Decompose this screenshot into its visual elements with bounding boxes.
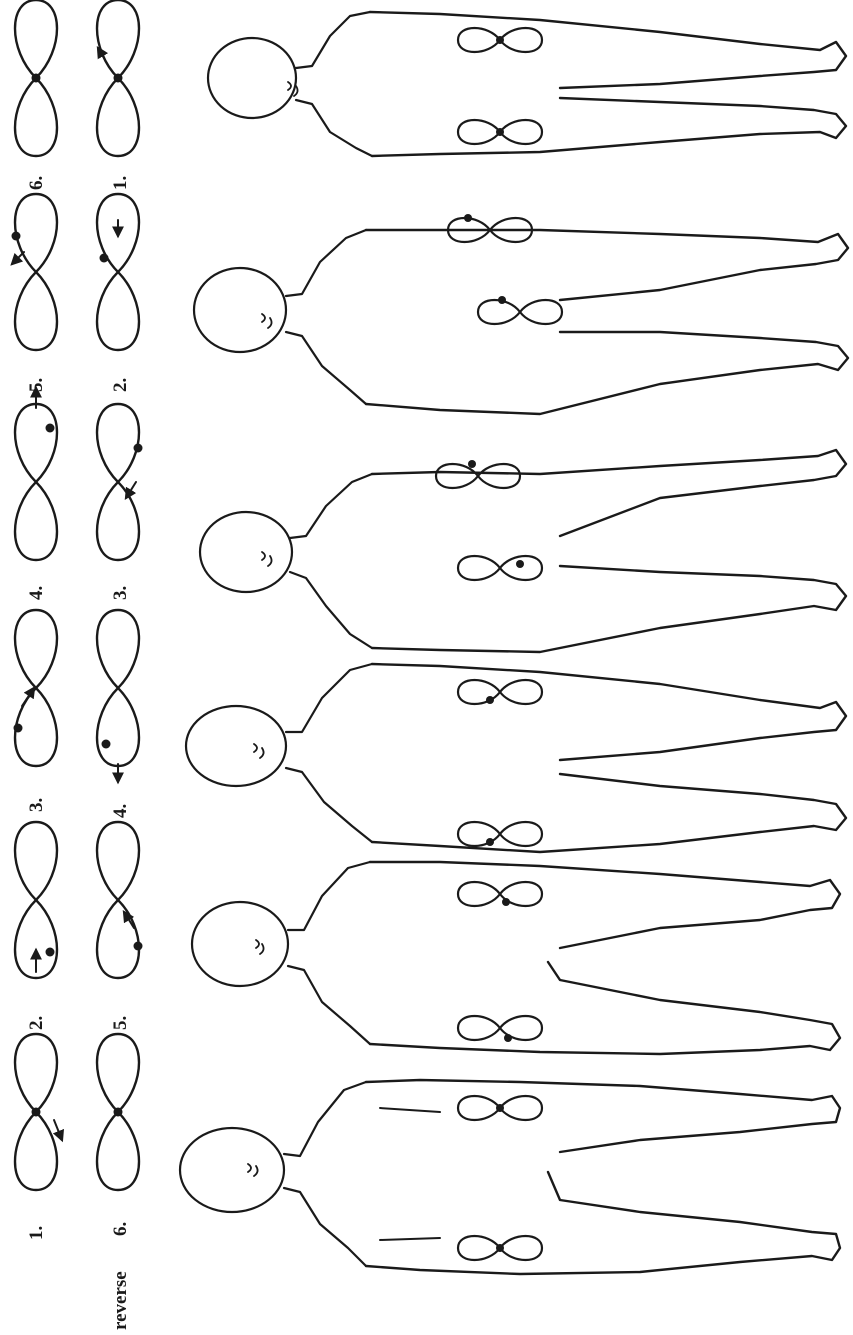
head [208,38,296,118]
knee-figure-eight [458,882,542,906]
knee-figure-eight [436,464,520,488]
top-step-5: 5. [12,194,58,392]
knee-dot [468,460,476,468]
top-step-4: 4. [15,388,57,600]
neck-shoulders [284,1082,366,1266]
top-label-5: 5. [26,378,47,392]
face-marks [254,744,264,758]
bottom-row: reverse 6. 5. 4. 3. [97,0,143,1330]
position-dot [32,74,41,83]
knee-dot [516,560,524,568]
position-dot [114,74,123,83]
human-figure-1 [180,1080,840,1274]
figure-eight-shape [15,194,57,350]
bottom-label-5: 5. [110,1016,131,1030]
figure-eight-shape [97,404,139,560]
position-dot [102,740,111,749]
human-figure-3 [186,664,846,852]
body-outline [372,664,846,852]
neck-shoulders [286,230,366,404]
head [180,1128,284,1212]
top-label-3: 3. [26,798,47,812]
bottom-label-2: 2. [110,378,131,392]
neck-shoulders [286,664,372,842]
neck-shoulders [288,862,370,1044]
bottom-step-3: 3. [97,404,143,600]
face-marks [248,1164,258,1176]
position-dot [32,1108,41,1117]
direction-arrow [54,1120,62,1140]
position-dot [46,948,55,957]
top-row: 1. 2. 3. 4. 5. [12,0,63,1240]
knee-figure-eight [458,556,542,580]
body-outline [366,230,848,414]
body-outline [370,862,840,1054]
position-dot [134,444,143,453]
bottom-step-6: 6. [97,1034,139,1236]
position-dot [134,942,143,951]
bottom-label-1: 1. [110,176,131,190]
neck-shoulders [296,12,372,156]
body-outline [366,1080,840,1274]
bottom-step-1: 1. [97,0,139,190]
knee-dot [496,1244,504,1252]
head [194,268,286,352]
bottom-label-4: 4. [110,804,131,818]
top-step-1: 1. [15,1034,62,1240]
bottom-label-3: 3. [110,586,131,600]
top-label-1: 1. [26,1226,47,1240]
knee-figure-eight [458,680,542,704]
position-dot [14,724,23,733]
neck-shoulders [290,474,372,648]
top-label-4: 4. [26,586,47,600]
knee-dot [504,1034,512,1042]
human-figure-4 [200,450,846,652]
direction-arrow [22,688,34,706]
bottom-step-4: 4. [97,610,139,818]
knee-dot [498,296,506,304]
top-step-6: 6. [15,0,57,190]
direction-arrow [126,482,136,498]
top-label-6: 6. [26,176,47,190]
knee-dot [496,1104,504,1112]
position-dot [114,1108,123,1117]
face-marks [262,314,272,328]
figures [180,12,848,1274]
top-step-3: 3. [14,610,58,812]
head [192,902,288,986]
knee-dot [486,696,494,704]
knee-dot [502,898,510,906]
arms [380,1108,440,1240]
direction-arrow [12,252,24,264]
face-marks [262,552,272,566]
knee-dot [464,214,472,222]
face-marks [256,940,264,954]
head [200,512,292,592]
top-step-2: 2. [15,822,57,1030]
position-dot [100,254,109,263]
bottom-label-6: 6. [110,1222,131,1236]
human-figure-2 [192,862,840,1054]
reverse-label: reverse [110,1271,131,1330]
head [186,706,286,786]
human-figure-6 [208,12,846,156]
figure-eight-shape [97,194,139,350]
bottom-step-5: 5. [97,822,143,1030]
position-dot [46,424,55,433]
bottom-step-2: 2. [97,194,139,392]
knee-figure-eight [458,1016,542,1040]
knee-figure-eight [458,822,542,846]
knee-dot [496,128,504,136]
top-label-2: 2. [26,1016,47,1030]
knee-dot [496,36,504,44]
body-outline [372,450,846,652]
body-outline [370,12,846,156]
figure-eight-shape [97,822,139,978]
figure-eight-shape [15,610,57,766]
knee-dot [486,838,494,846]
knee-figure-eight [478,300,562,324]
human-figure-5 [194,214,848,414]
position-dot [12,232,21,241]
